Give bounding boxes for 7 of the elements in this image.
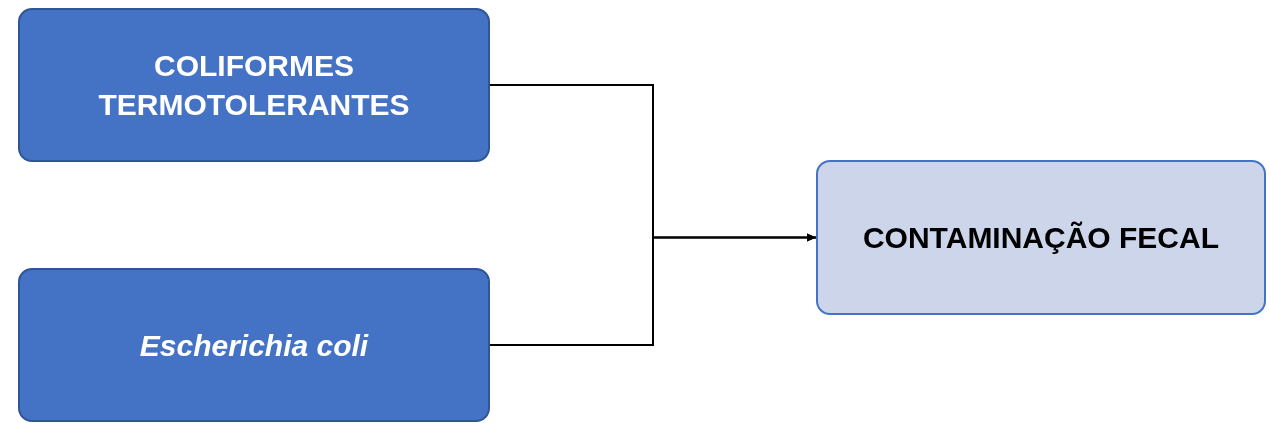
process-box bbox=[18, 8, 490, 162]
box-label: Escherichia coli bbox=[139, 327, 369, 364]
connector-arrow bbox=[489, 233, 817, 346]
process-box bbox=[18, 268, 490, 422]
box-label: CONTAMINAÇÃO FECAL bbox=[862, 220, 1220, 256]
box-label: COLIFORMES TERMOTOLERANTES bbox=[97, 48, 411, 123]
process-box bbox=[816, 160, 1266, 315]
